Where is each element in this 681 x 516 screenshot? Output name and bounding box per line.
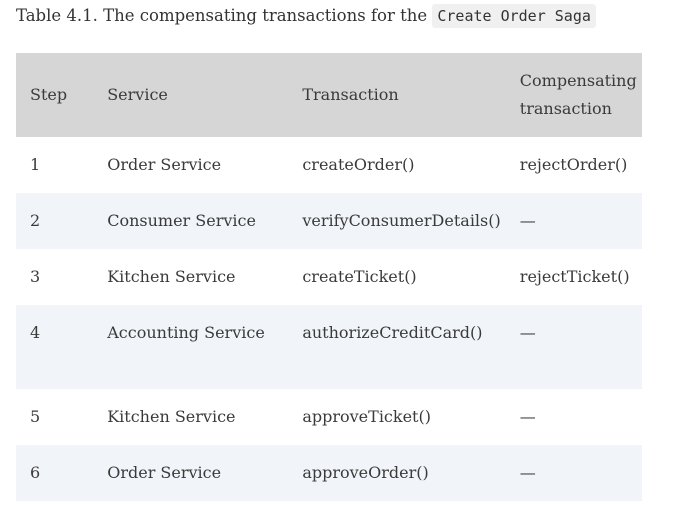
cell-step: 6: [30, 463, 41, 482]
cell-step: 4: [30, 323, 41, 342]
cell-step: 3: [30, 267, 41, 286]
header-transaction: Transaction: [288, 53, 506, 137]
cell-transaction: createTicket(): [302, 267, 417, 286]
cell-compensating: —: [519, 211, 536, 230]
cell-service: Accounting Service: [107, 323, 265, 342]
table-caption: Table 4.1. The compensating transactions…: [16, 4, 596, 28]
table-row: 1 Order Service createOrder() rejectOrde…: [16, 137, 642, 193]
cell-service: Order Service: [107, 463, 222, 482]
header-service: Service: [93, 53, 289, 137]
cell-step: 5: [30, 407, 41, 426]
header-step: Step: [16, 53, 94, 137]
cell-step: 1: [30, 155, 41, 174]
table-row: 4 Accounting Service authorizeCreditCard…: [16, 305, 642, 389]
header-row: Step Service Transaction Compensating tr…: [16, 53, 642, 137]
cell-compensating: —: [519, 463, 536, 482]
cell-service: Consumer Service: [107, 211, 256, 230]
header-compensating: Compensating transaction: [505, 53, 642, 137]
cell-compensating: —: [519, 323, 536, 342]
compensating-transactions-table: Step Service Transaction Compensating tr…: [16, 53, 642, 501]
cell-transaction: authorizeCreditCard(): [302, 323, 483, 342]
table-row: 3 Kitchen Service createTicket() rejectT…: [16, 249, 642, 305]
cell-service: Kitchen Service: [107, 267, 236, 286]
cell-transaction: createOrder(): [302, 155, 415, 174]
caption-text: Table 4.1. The compensating transactions…: [16, 6, 433, 25]
table-body: 1 Order Service createOrder() rejectOrde…: [16, 137, 642, 501]
cell-transaction: approveOrder(): [302, 463, 429, 482]
cell-step: 2: [30, 211, 41, 230]
cell-compensating: —: [519, 407, 536, 426]
cell-service: Kitchen Service: [107, 407, 236, 426]
table-row: 2 Consumer Service verifyConsumerDetails…: [16, 193, 642, 249]
cell-compensating: rejectTicket(): [519, 267, 630, 286]
table-header: Step Service Transaction Compensating tr…: [16, 53, 642, 137]
cell-service: Order Service: [107, 155, 222, 174]
cell-transaction: verifyConsumerDetails(): [302, 211, 501, 230]
table-row: 5 Kitchen Service approveTicket() —: [16, 389, 642, 445]
caption-code: Create Order Saga: [432, 4, 596, 28]
cell-transaction: approveTicket(): [302, 407, 431, 426]
table-row: 6 Order Service approveOrder() —: [16, 445, 642, 501]
cell-compensating: rejectOrder(): [519, 155, 628, 174]
